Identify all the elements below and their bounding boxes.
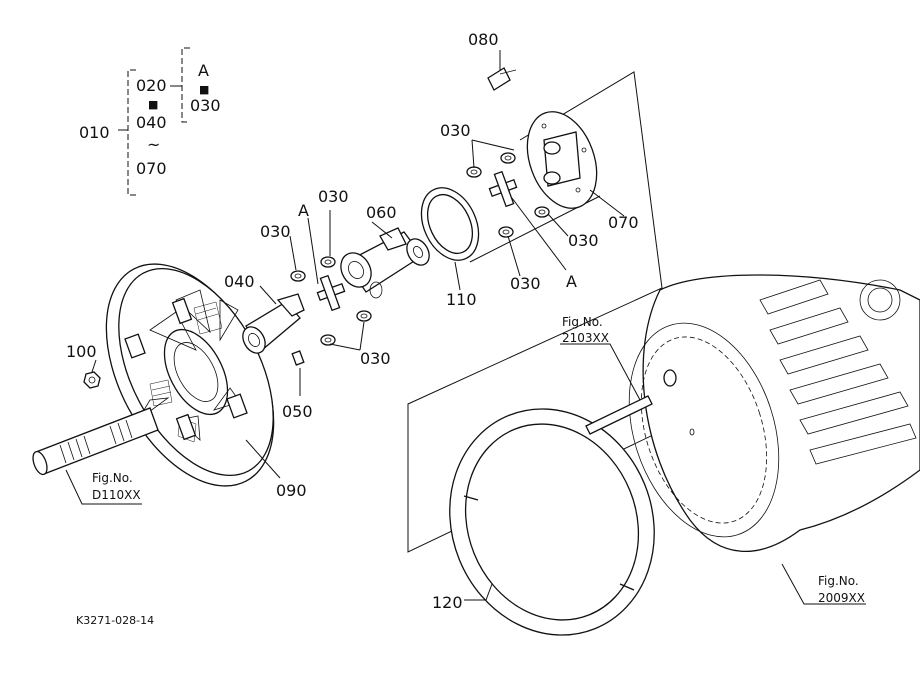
callout-020: 020: [136, 76, 167, 95]
callout-a-right: A: [566, 272, 577, 291]
nut-100: [83, 371, 101, 389]
cross-journal-left: [290, 256, 372, 346]
callout-080: 080: [468, 30, 499, 49]
group-dot-2: ■: [199, 83, 209, 96]
figref-2103-label: Fig.No.: [562, 315, 603, 329]
callout-030-top: 030: [440, 121, 471, 140]
set-bolt-050: [291, 350, 305, 366]
split-ring-120: [449, 408, 655, 636]
double-yoke-060: [340, 227, 430, 299]
callout-030-left: 030: [260, 222, 291, 241]
callout-030-bottom-right: 030: [510, 274, 541, 293]
callout-030-group: 030: [190, 96, 221, 115]
drawing-code: K3271-028-14: [76, 614, 154, 627]
group-tilde: ~: [147, 135, 160, 154]
engine-housing: [585, 274, 920, 552]
callout-030-mid-bottom: 030: [360, 349, 391, 368]
figref-d110-label: Fig.No.: [92, 471, 133, 485]
callout-030-right: 030: [568, 231, 599, 250]
callout-a-left: A: [298, 201, 309, 220]
callout-a-group: A: [198, 61, 209, 80]
seal-ring-110: [420, 187, 480, 261]
group-dot-1: ■: [148, 98, 158, 111]
flange-yoke-070: [526, 111, 598, 209]
figref-2009-code: 2009XX: [818, 591, 865, 605]
callout-040: 040: [224, 272, 255, 291]
fan-disc-090: [32, 263, 275, 487]
callout-090: 090: [276, 481, 307, 500]
yoke-040: [242, 293, 305, 354]
callout-010: 010: [79, 123, 110, 142]
callout-110: 110: [446, 290, 477, 309]
figref-2009-label: Fig.No.: [818, 574, 859, 588]
callout-030-mid-top: 030: [318, 187, 349, 206]
callout-060: 060: [366, 203, 397, 222]
bolt-080: [487, 67, 517, 91]
cross-journal-right: [466, 152, 550, 238]
callout-040-group: 040: [136, 113, 167, 132]
assembly-group-bracket: [118, 47, 190, 196]
callout-100: 100: [66, 342, 97, 361]
figref-d110-code: D110XX: [92, 488, 141, 502]
leader-lines: [65, 50, 866, 605]
callout-120: 120: [432, 593, 463, 612]
callout-070: 070: [608, 213, 639, 232]
callout-050: 050: [282, 402, 313, 421]
figref-2103-code: 2103XX: [562, 331, 609, 345]
callout-070-group: 070: [136, 159, 167, 178]
